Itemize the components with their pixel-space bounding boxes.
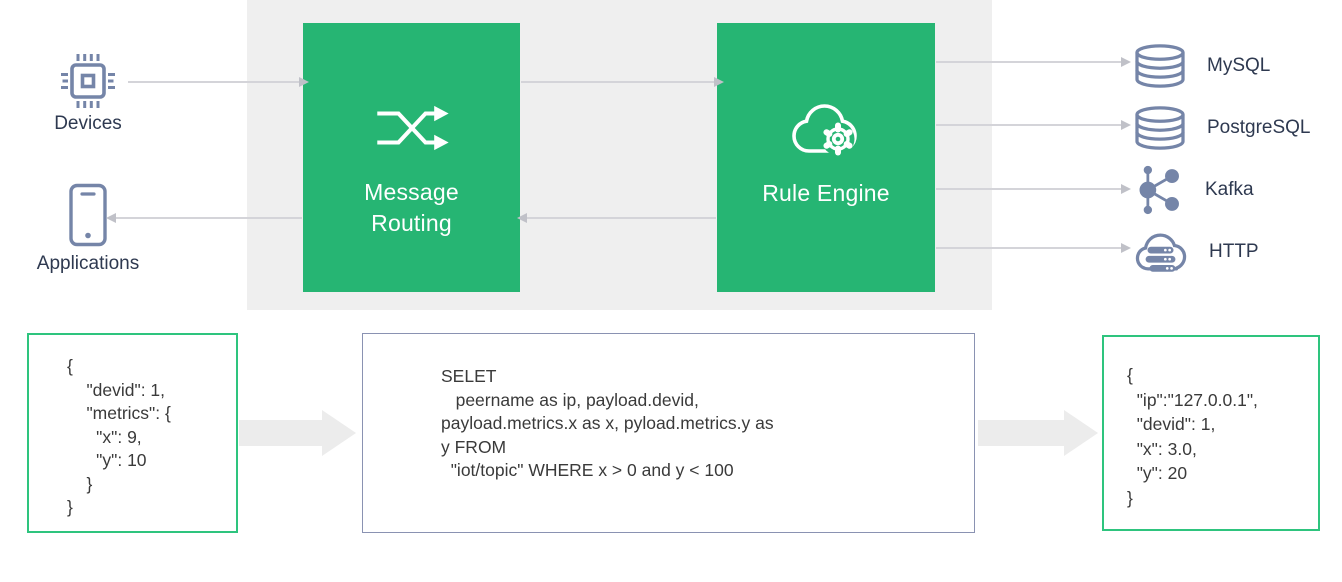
arrow-rule-engine-to-http: [936, 243, 1131, 253]
fat-arrow-shaft: [978, 420, 1064, 446]
fat-arrow-head: [322, 410, 356, 456]
kafka-label: Kafka: [1205, 179, 1254, 200]
arrow-devices-to-routing: [128, 77, 309, 87]
fat-arrow-sql-to-output: [978, 410, 1098, 456]
arrow-rule-engine-to-mysql: [936, 57, 1131, 67]
input-json-box: { "devid": 1, "metrics": { "x": 9, "y": …: [27, 333, 238, 533]
fat-arrow-input-to-sql: [239, 410, 356, 456]
arrow-rule-engine-to-postgresql: [936, 120, 1131, 130]
fat-arrow-shaft: [239, 420, 322, 446]
database-icon: [1135, 44, 1185, 88]
output-row-postgresql: PostgreSQL: [1133, 100, 1311, 156]
fat-arrow-head: [1064, 410, 1098, 456]
arrow-rule-engine-to-routing: [517, 213, 716, 223]
sql-statement-code: SELET peername as ip, payload.devid, pay…: [441, 366, 774, 480]
output-json-code: { "ip":"127.0.0.1", "devid": 1, "x": 3.0…: [1127, 365, 1258, 508]
arrow-routing-to-applications: [106, 213, 302, 223]
cloud-gear-icon: [792, 104, 857, 156]
smartphone-icon: [69, 183, 107, 247]
arrow-rule-engine-to-kafka: [936, 184, 1131, 194]
message-routing-box: Message Routing: [303, 23, 520, 292]
cloud-server-icon: [1135, 233, 1187, 272]
mysql-label: MySQL: [1207, 55, 1271, 76]
rule-engine-label: Rule Engine: [762, 180, 890, 206]
kafka-nodes-icon: [1139, 165, 1179, 215]
postgresql-label: PostgreSQL: [1207, 117, 1311, 138]
input-json-code: { "devid": 1, "metrics": { "x": 9, "y": …: [67, 356, 171, 517]
output-json-box: { "ip":"127.0.0.1", "devid": 1, "x": 3.0…: [1102, 335, 1320, 531]
output-row-http: HTTP: [1133, 224, 1259, 280]
shuffle-icon: [376, 105, 449, 151]
chip-icon: [61, 54, 115, 108]
devices-label: Devices: [54, 113, 122, 134]
output-row-kafka: Kafka: [1133, 162, 1254, 218]
database-icon: [1135, 106, 1185, 150]
arrow-routing-to-rule-engine: [521, 77, 724, 87]
output-row-mysql: MySQL: [1133, 38, 1270, 94]
message-routing-label: Message Routing: [364, 179, 459, 236]
http-label: HTTP: [1209, 241, 1259, 262]
rule-engine-box: Rule Engine: [717, 23, 935, 292]
sql-statement-box: SELET peername as ip, payload.devid, pay…: [362, 333, 975, 533]
applications-label: Applications: [36, 253, 140, 274]
